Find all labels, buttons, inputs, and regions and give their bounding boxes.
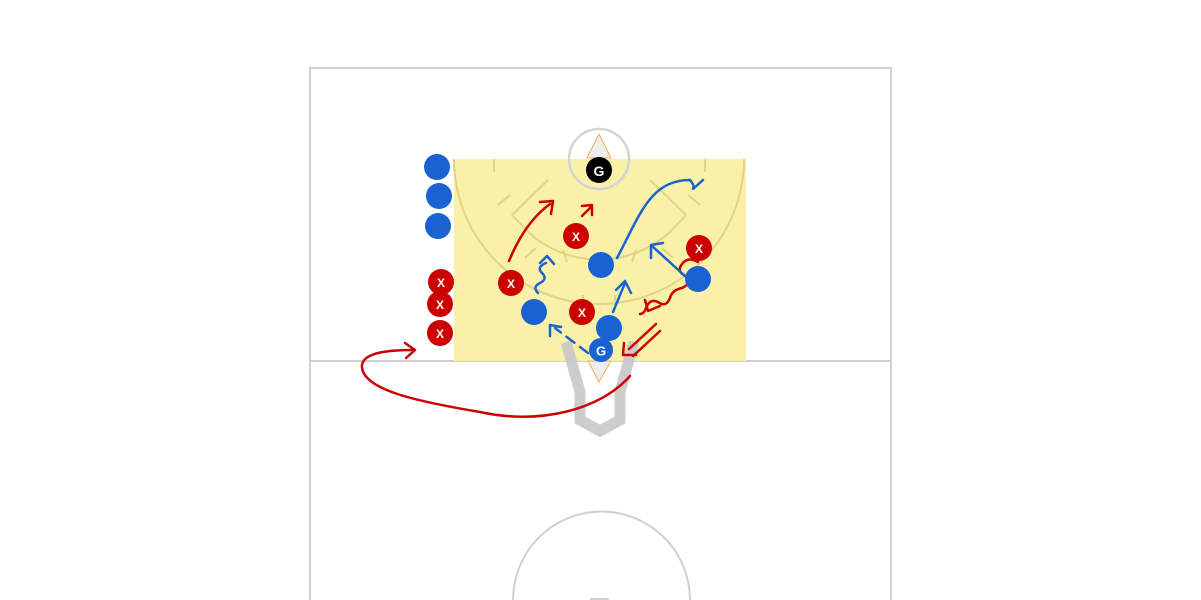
pass-path [553,326,590,355]
defense-label: X [436,298,444,312]
arrowhead-icon [548,323,563,338]
goal-triangle-bottom [587,360,612,384]
offense-player[interactable] [588,252,614,278]
pass-lines [627,322,662,358]
defense-label: X [436,327,444,341]
clear-path [360,348,632,418]
offense-player[interactable] [685,266,711,292]
arrowhead-icon [688,178,705,191]
eight-meter-lines [511,179,687,233]
defense-label: X [507,277,515,291]
goal-top [567,127,631,191]
goal-triangle [586,132,612,159]
arrowhead-icon [614,279,633,295]
defense-label: X [572,230,580,244]
cut-path [507,202,552,263]
offense-goalie[interactable]: G [589,338,613,362]
defense-player[interactable]: X [427,291,453,317]
arrowhead-icon [538,254,556,266]
defense-label: X [695,242,703,256]
defense-goalie[interactable]: G [586,157,612,183]
offense-paths [534,178,705,355]
defense-player[interactable]: X [563,223,589,249]
offense-players [424,154,711,341]
center-arc [512,510,691,600]
offense-player[interactable] [426,183,452,209]
offense-player[interactable] [596,315,622,341]
defense-player[interactable]: X [427,320,453,346]
offense-player[interactable] [424,154,450,180]
cut-path [650,244,688,279]
defense-player[interactable]: X [686,235,712,261]
goalie-label: G [596,344,606,359]
arrowhead-icon [621,341,638,357]
defense-player[interactable]: X [428,269,454,295]
defense-label: X [578,306,586,320]
offense-goalie-marker [589,338,613,362]
defense-paths [360,199,700,418]
defense-goalie-marker [586,157,612,183]
arrow-icon [580,203,594,218]
field-boundary [309,67,892,600]
offense-player[interactable] [521,299,547,325]
arrowhead-icon [403,341,417,360]
offense-player[interactable] [425,213,451,239]
defense-players: X X X X X X X [427,223,712,346]
arrowhead-icon [643,298,662,313]
goal-crease [567,127,631,191]
cut-path [615,178,692,260]
dodge-path [534,261,548,295]
goalie-label: G [594,163,605,179]
outer-fan-arc [453,158,745,305]
defense-player[interactable]: X [498,270,524,296]
defense-label: X [437,276,445,290]
defense-player[interactable]: X [569,299,595,325]
arrowhead-icon [649,241,665,260]
cut-path [611,281,627,314]
arrowhead-icon [538,199,555,216]
goal-frame [560,340,640,438]
